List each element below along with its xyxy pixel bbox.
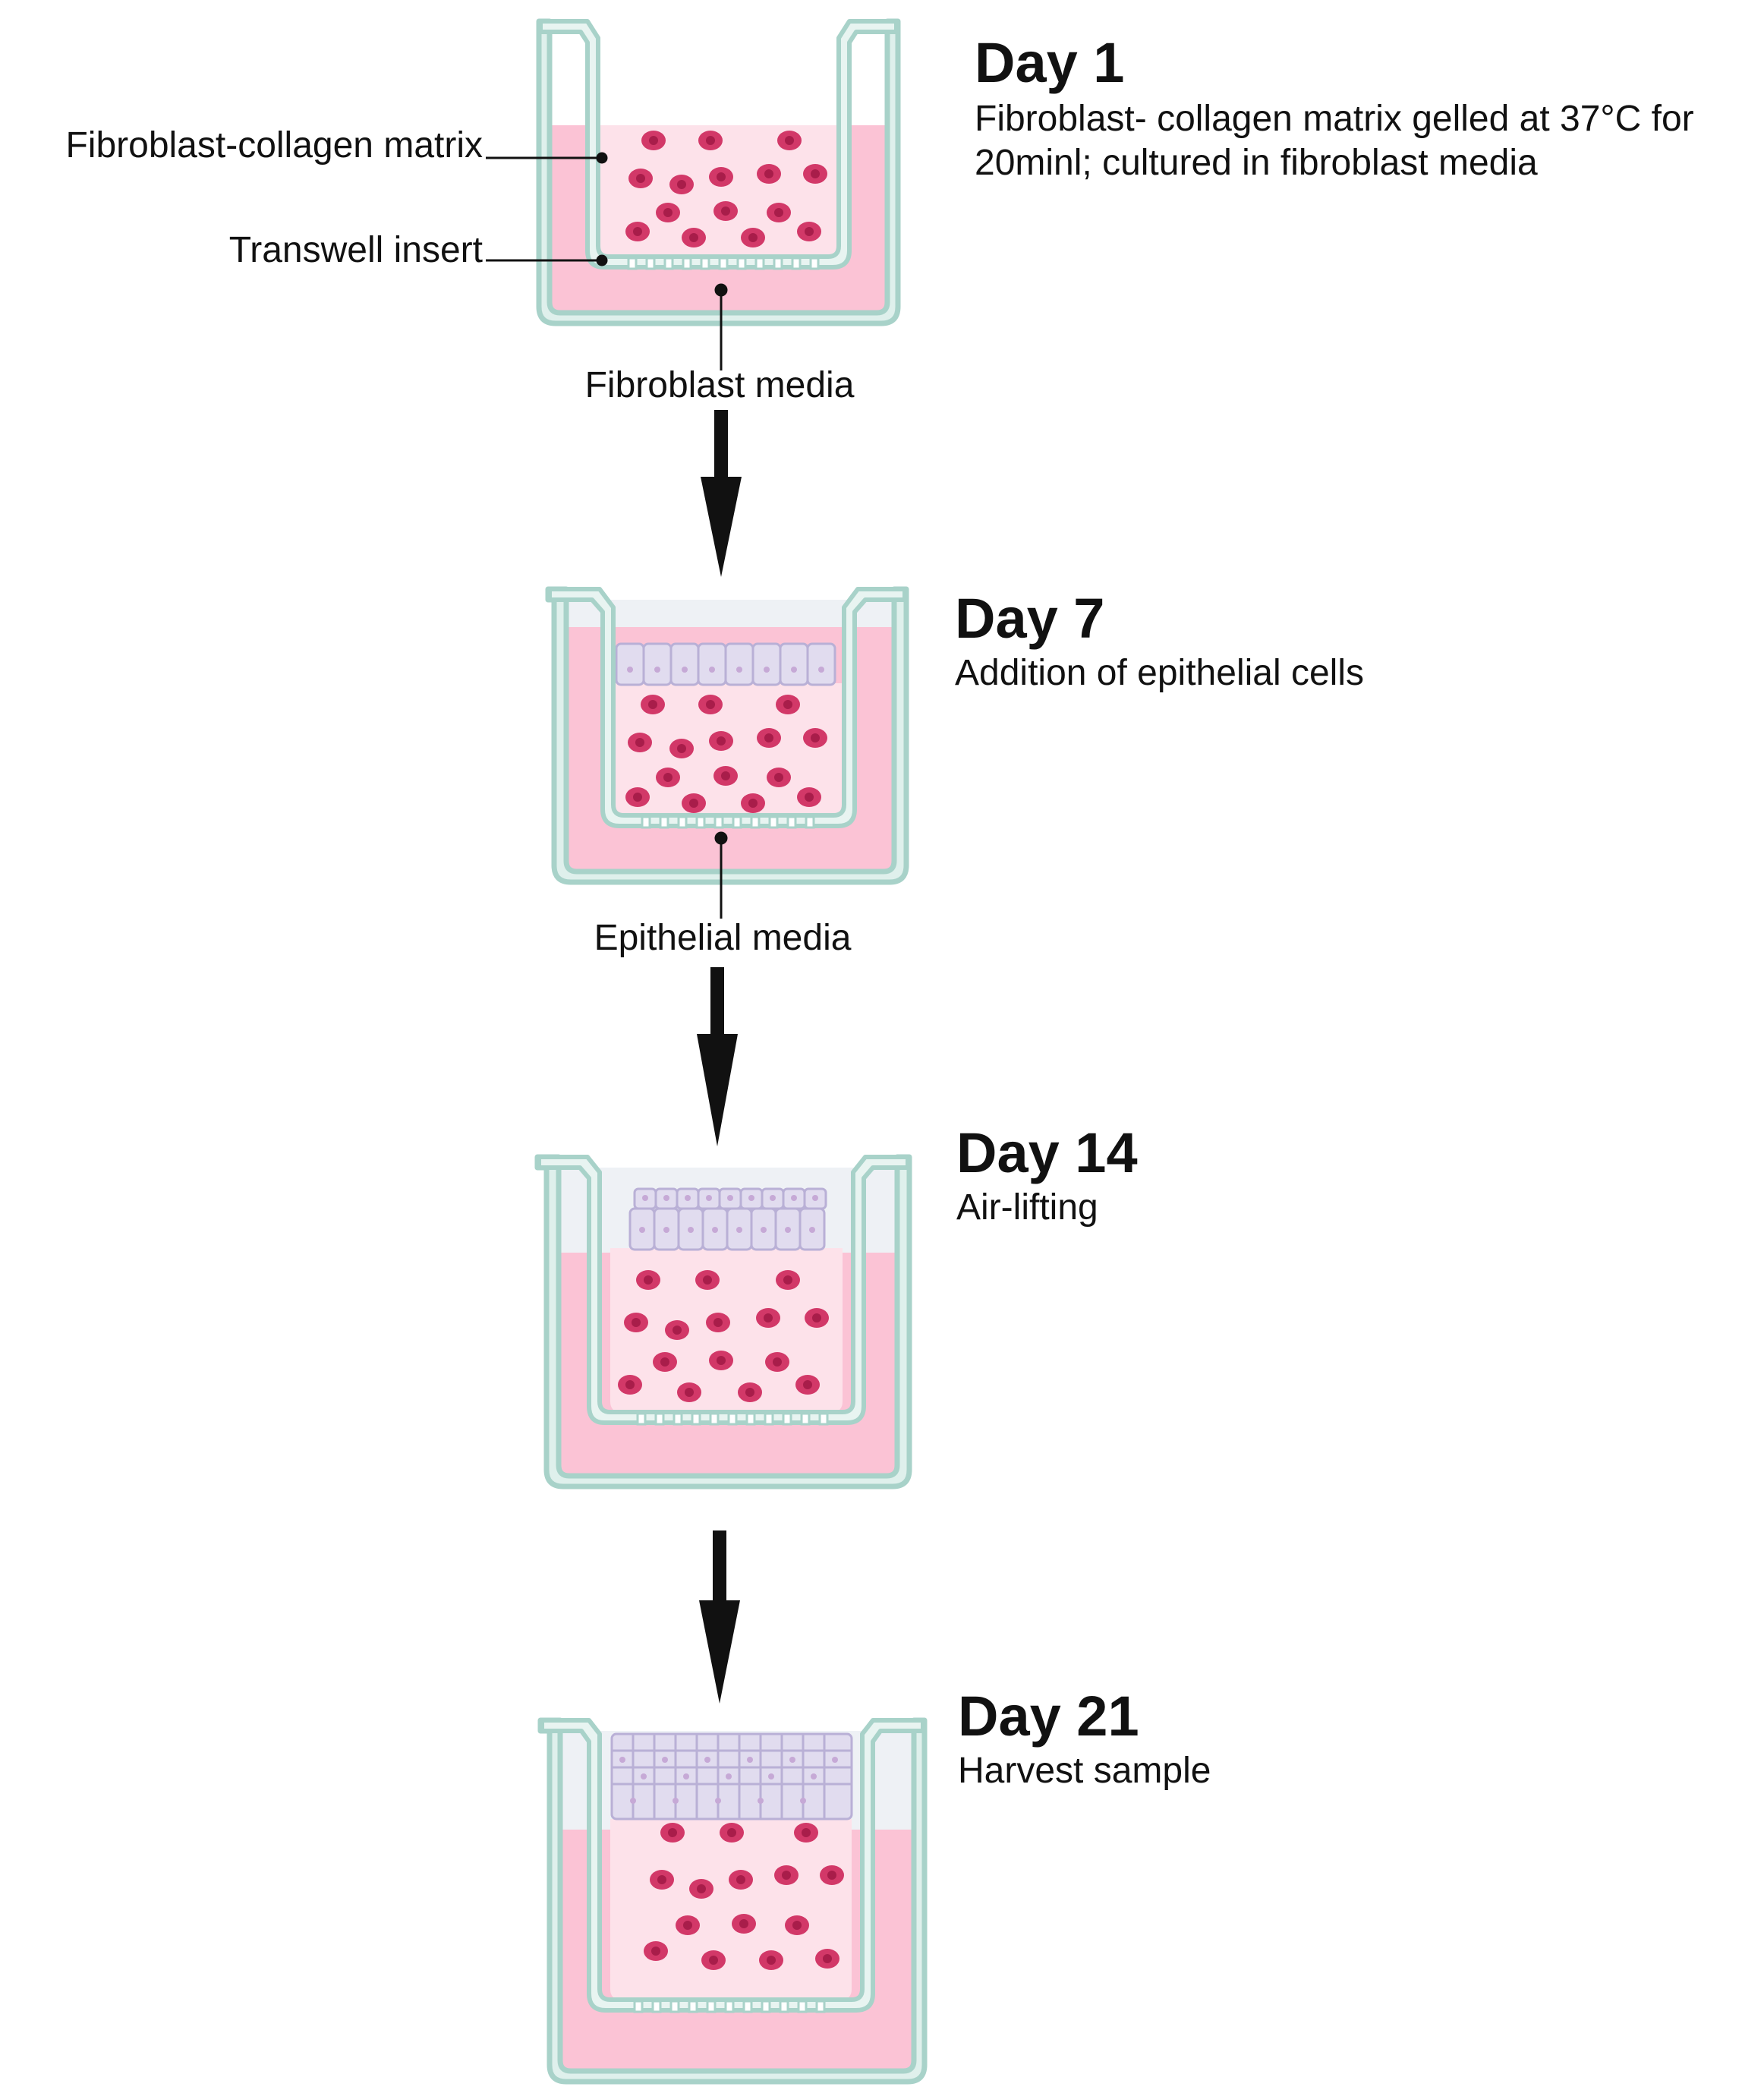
fibroblast-cells-1 — [625, 131, 827, 247]
epithelial-nuclei-2 — [627, 667, 824, 673]
step-2-day: Day 7 — [955, 587, 1105, 650]
air-space-well-2 — [566, 600, 894, 630]
membrane-pores-4 — [633, 2000, 826, 2013]
arrow-day1-to-day7 — [701, 410, 742, 577]
arrow-day7-to-day14 — [697, 967, 738, 1146]
step-2-desc: Addition of epithelial cells — [955, 653, 1364, 693]
epithelial-nuclei-4 — [619, 1757, 838, 1804]
matrix-well-1 — [598, 125, 839, 257]
step-3-desc: Air-lifting — [956, 1187, 1098, 1228]
transwell-insert-2 — [547, 587, 907, 828]
membrane-pores-1 — [627, 257, 820, 270]
step-1-desc-line2: 20minl; cultured in fibroblast media — [975, 143, 1538, 183]
label-epithelial-media: Epithelial media — [594, 918, 852, 958]
leader-lines-1 — [486, 152, 728, 370]
fibroblast-cells-3 — [618, 1270, 829, 1402]
fibroblast-cells-4 — [644, 1823, 844, 1970]
step-1-day: Day 1 — [975, 31, 1125, 94]
step-1-desc-line1: Fibroblast- collagen matrix gelled at 37… — [975, 99, 1694, 139]
step-4-day: Day 21 — [958, 1685, 1139, 1748]
leader-line-2 — [714, 831, 728, 919]
epithelial-nuclei-3 — [639, 1195, 818, 1233]
arrow-day14-to-day21 — [699, 1530, 740, 1704]
label-fibroblast-media: Fibroblast media — [584, 365, 855, 405]
fibroblast-cells-2 — [625, 695, 827, 813]
transwell-insert-4 — [540, 1718, 925, 2013]
matrix-well-4 — [610, 1819, 852, 2000]
well-day-1 — [486, 18, 901, 370]
well-day-7 — [545, 586, 909, 919]
step-3-day: Day 14 — [956, 1121, 1138, 1184]
well-day-21 — [537, 1717, 928, 2085]
epithelial-layer-2 — [615, 642, 836, 686]
membrane-pores-3 — [636, 1412, 829, 1426]
well-day-14 — [534, 1154, 912, 1489]
transwell-insert-3 — [537, 1155, 910, 1425]
membrane-pores-2 — [641, 815, 815, 829]
epithelial-grid-4 — [612, 1734, 852, 1819]
label-transwell-insert: Transwell insert — [228, 230, 483, 270]
step-4-desc: Harvest sample — [958, 1751, 1211, 1791]
label-matrix: Fibroblast-collagen matrix — [65, 125, 483, 165]
